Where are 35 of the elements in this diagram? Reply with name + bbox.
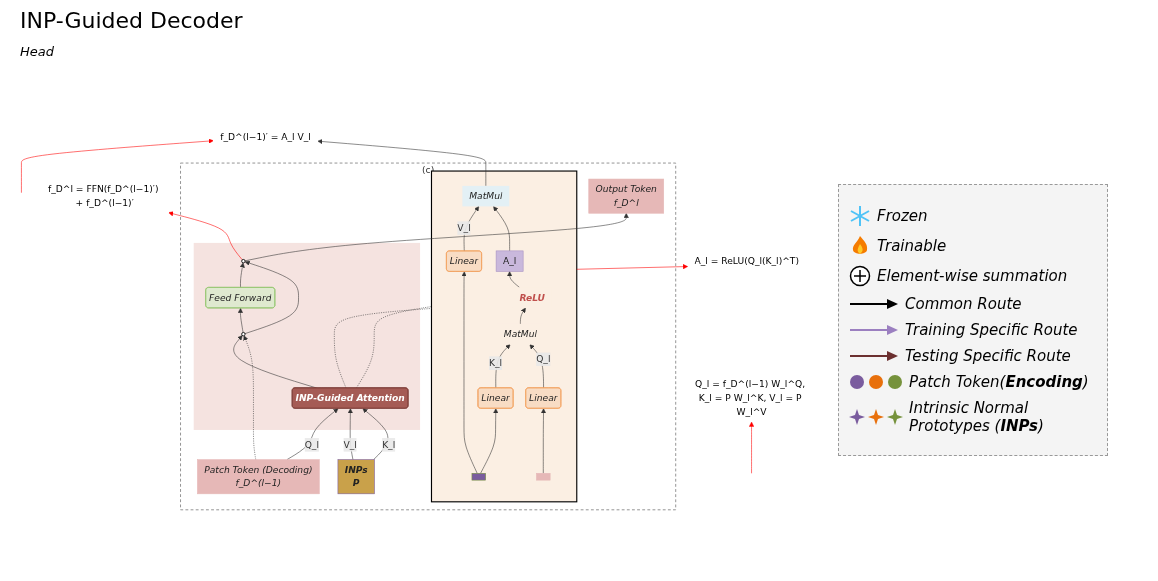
edge-label: V_l	[343, 438, 357, 450]
legend-text: Testing Specific Route	[905, 347, 1071, 365]
node-text: f_D^l = FFN(f_D^(l−1)′) + f_D^(l−1)′	[47, 183, 159, 208]
legend-text: Element-wise summation	[877, 267, 1068, 285]
connector	[334, 307, 432, 388]
legend-text: Trainable	[877, 237, 947, 255]
edge-label: K_l	[489, 357, 503, 369]
node-box	[462, 185, 510, 207]
node-box	[337, 459, 375, 494]
connector	[356, 306, 432, 388]
node-text: ReLU	[519, 291, 545, 303]
edge-label: Q_l	[536, 353, 551, 365]
node-text: MatMul	[503, 328, 537, 340]
cluster	[193, 242, 421, 430]
legend-text: Training Specific Route	[905, 321, 1078, 339]
node-bar	[471, 472, 486, 481]
edge-label: Q_l	[304, 438, 319, 450]
node-circle	[241, 258, 246, 264]
legend-text: Intrinsic Normal Prototypes (INPs)	[909, 399, 1045, 435]
node-bar	[536, 472, 551, 481]
legend-text: Common Route	[905, 295, 1022, 313]
node-circle	[241, 331, 246, 337]
node-box	[588, 178, 665, 214]
edge-label: V_l	[457, 222, 471, 234]
node-text: A_l = ReLU(Q_l(K_l)^T)	[694, 255, 799, 267]
node-text: f_D^(l−1)′ = A_l V_l	[220, 130, 311, 142]
diagram-title: INP-Guided Decoder	[20, 8, 243, 33]
edge-label: K_l	[382, 438, 396, 450]
node-box	[197, 459, 320, 494]
legend-text: Patch Token(Encoding)	[909, 373, 1089, 391]
node-box	[495, 250, 524, 272]
cluster	[180, 162, 676, 510]
legend-text: Frozen	[877, 207, 928, 225]
node-text: Q_l = f_D^(l−1) W_l^Q, K_l = P W_l^K, V_l = P W_l^V	[695, 378, 806, 417]
head-label: Head	[20, 44, 54, 59]
